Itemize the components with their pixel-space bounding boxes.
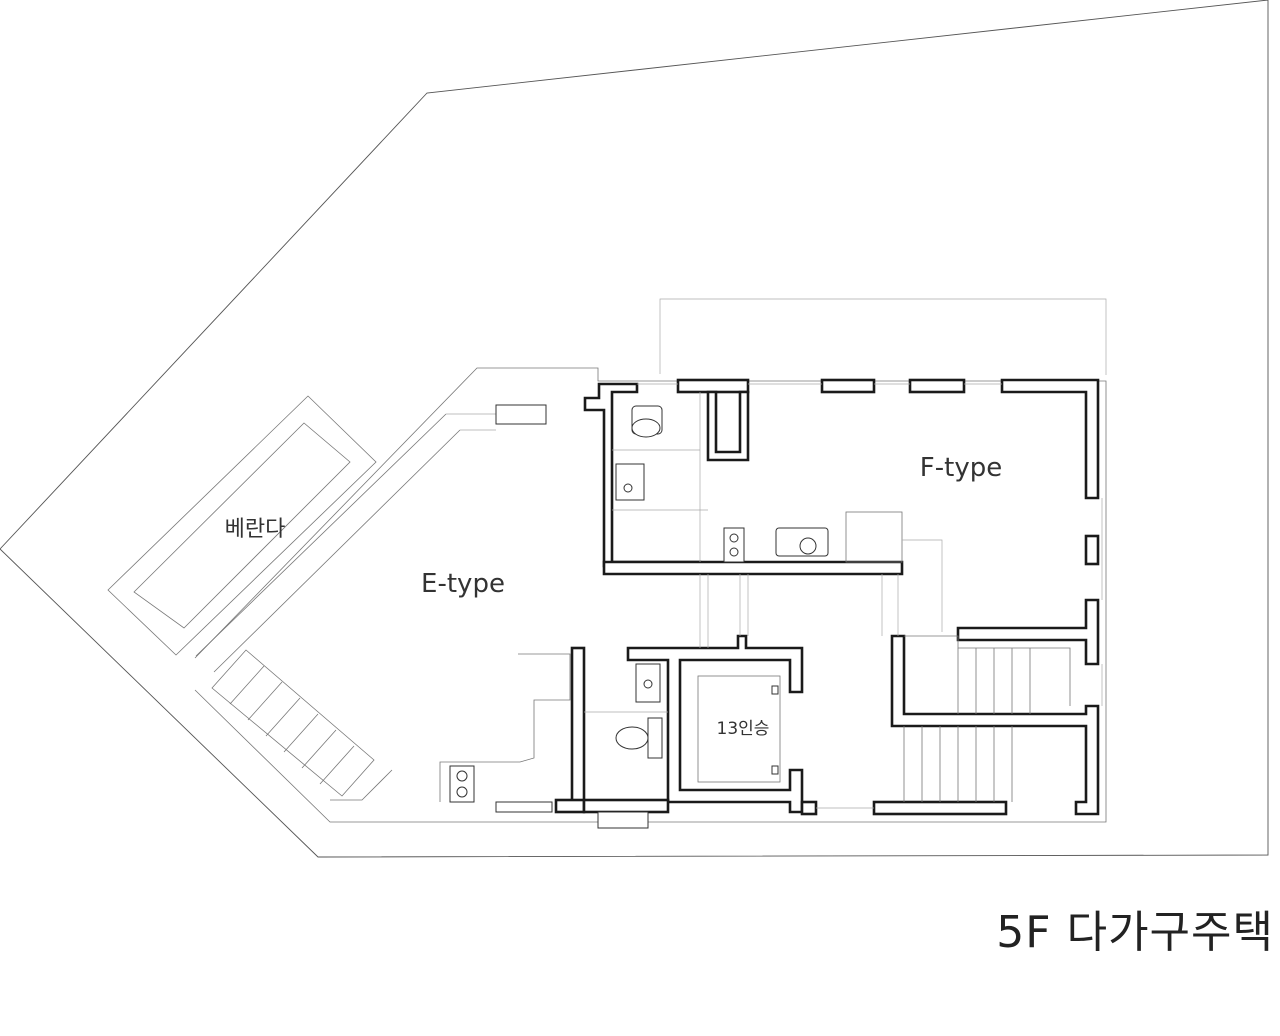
windows (495, 383, 1103, 829)
elevator (697, 675, 781, 783)
veranda (107, 395, 377, 656)
stove-e (449, 765, 475, 803)
e-type-diagonal-wall (195, 413, 496, 673)
bath-e (584, 663, 668, 759)
label-e-type: E-type (421, 569, 505, 599)
walls (554, 378, 1100, 816)
window (495, 404, 547, 425)
roof-outline (659, 298, 1107, 375)
plan-caption: 5F 다가구주택 (996, 907, 1274, 958)
site-boundary (0, 0, 1269, 858)
stair-e (211, 649, 393, 801)
label-veranda: 베란다 (225, 517, 286, 542)
kitchen-counter-e (439, 653, 571, 802)
label-f-type: F-type (920, 453, 1002, 483)
kitchen-f (723, 511, 943, 632)
label-elevator: 13인승 (717, 719, 770, 739)
corridor-lines (699, 574, 899, 809)
stair-f (903, 635, 1071, 802)
bath-f (612, 392, 708, 562)
